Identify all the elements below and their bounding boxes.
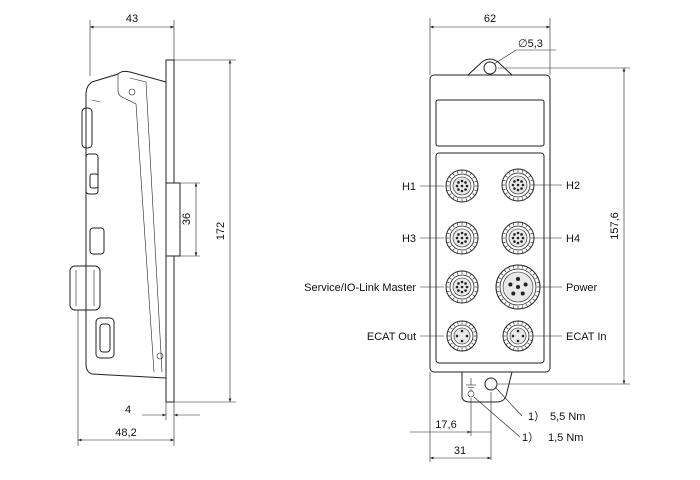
- label-h1: H1: [402, 181, 416, 193]
- label-h3: H3: [402, 233, 416, 245]
- connector-h4: [501, 221, 535, 255]
- connector-power: [495, 264, 541, 310]
- connector-service: [445, 270, 479, 304]
- dim-36: 36: [181, 213, 193, 225]
- top-mounting-hole: [483, 61, 497, 75]
- ground-icon: [466, 378, 476, 391]
- label-window: [435, 99, 545, 147]
- label-power: Power: [566, 282, 598, 294]
- bottom-mounting-hole: [484, 377, 498, 391]
- dim-43: 43: [126, 13, 138, 25]
- note-2-torque: 1,5 Nm: [548, 432, 583, 444]
- dim-4: 4: [125, 404, 131, 416]
- label-ecat-out: ECAT Out: [367, 331, 416, 343]
- side-slot: [166, 182, 181, 257]
- label-h4: H4: [566, 233, 580, 245]
- front-view: H1 H2 H3 H4 Service/IO-Link Master Power…: [304, 13, 630, 462]
- note-1-marker: 1）: [528, 410, 545, 423]
- dim-17-6: 17,6: [435, 419, 456, 431]
- dim-172: 172: [215, 222, 227, 240]
- dim-48-2: 48,2: [115, 427, 136, 439]
- connector-h1: [445, 169, 479, 203]
- connector-h2: [501, 168, 535, 202]
- bottom-mounting-tab: [461, 371, 513, 403]
- side-connector-3: [89, 227, 105, 255]
- note-2-marker: 1）: [522, 431, 539, 444]
- dim-62: 62: [484, 13, 496, 25]
- note-1-torque: 5,5 Nm: [550, 411, 585, 423]
- dim-157-6: 157,6: [609, 212, 621, 240]
- side-mounting-plate: [165, 59, 175, 403]
- ground-screw: [467, 390, 475, 398]
- top-mounting-tab: [467, 58, 513, 76]
- connector-panel: [435, 152, 545, 364]
- connector-ecat-out: [446, 320, 478, 352]
- label-service-io-link-master: Service/IO-Link Master: [304, 282, 416, 294]
- side-housing: [85, 70, 167, 379]
- side-connector-1: [81, 107, 93, 149]
- dim-hole-diameter: ∅5,3: [518, 38, 543, 50]
- side-view: 43 36 172 4 48,2: [69, 13, 236, 446]
- connector-h3: [445, 221, 479, 255]
- side-connector-4: [95, 317, 115, 359]
- label-h2: H2: [566, 180, 580, 192]
- dim-31: 31: [454, 445, 466, 457]
- connector-ecat-in: [502, 320, 534, 352]
- side-connector-2: [85, 153, 99, 195]
- connectors: [445, 168, 541, 352]
- side-power-connector: [69, 265, 101, 311]
- label-ecat-in: ECAT In: [566, 331, 607, 343]
- device-housing: [429, 74, 551, 373]
